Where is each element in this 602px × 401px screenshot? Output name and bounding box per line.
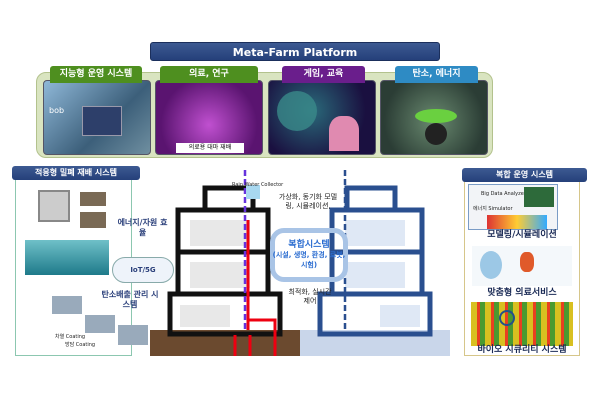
tab-medical-research[interactable]: 의료, 연구 bbox=[160, 66, 258, 83]
tab-game-education[interactable]: 게임, 교육 bbox=[282, 66, 365, 83]
iot-label: IoT/5G bbox=[130, 266, 156, 274]
greenhouse-photo bbox=[38, 190, 70, 222]
medical-illustration bbox=[472, 246, 572, 286]
avatar-figure: bob bbox=[49, 106, 65, 115]
card-game-education[interactable] bbox=[268, 80, 376, 155]
card-caption: 의료용 대마 재배 bbox=[176, 143, 244, 153]
card-intelligent-ops[interactable]: bob bbox=[43, 80, 151, 155]
card-carbon-energy[interactable] bbox=[380, 80, 488, 155]
card-medical[interactable]: 의료용 대마 재배 bbox=[155, 80, 263, 155]
greenhouse-photo bbox=[80, 212, 106, 228]
bigdata-label: Big Data Analyzer bbox=[481, 191, 526, 197]
simulator-label: 에너지 Simulator bbox=[473, 206, 513, 212]
coating2-label: 방담 Coating bbox=[65, 342, 96, 348]
modeling-label: 모델링/시뮬레이션 bbox=[487, 230, 557, 240]
iot-cloud bbox=[112, 257, 174, 283]
coating1-label: 차열 Coating bbox=[55, 334, 86, 340]
energy-label: 에너지/자원 효율 bbox=[117, 218, 168, 237]
biosecurity-heatmap bbox=[471, 302, 573, 346]
greenhouse-photo bbox=[118, 325, 148, 345]
tab-carbon-energy[interactable]: 탄소, 에너지 bbox=[395, 66, 478, 83]
rain-collector-label: Rain Water Collector bbox=[232, 182, 284, 188]
complex-system-title: 복합시스템 bbox=[288, 240, 330, 250]
greenhouse-photo bbox=[80, 192, 106, 206]
modeling-panel: Big Data Analyzer 에너지 Simulator bbox=[468, 184, 558, 230]
greenhouse-building bbox=[25, 240, 109, 275]
right-box-header: 복합 운영 시스템 bbox=[462, 168, 587, 182]
biosecurity-label: 바이오 시큐리티 시스템 bbox=[477, 345, 567, 355]
optimization-text: 최적화, 실시간 제어 bbox=[288, 288, 332, 305]
cycle-arrow bbox=[270, 228, 348, 282]
greenhouse-photo bbox=[85, 315, 115, 333]
left-box-header: 적응형 밀폐 재배 시스템 bbox=[12, 166, 140, 180]
complex-system-sub: (시설, 생명, 환경, 로봇, 시험) bbox=[272, 251, 346, 269]
virtualization-text: 가상화, 동기화 모델링, 시뮬레이션, bbox=[278, 193, 338, 210]
medical-label: 맞춤형 의료서비스 bbox=[487, 288, 557, 298]
greenhouse-photo bbox=[52, 296, 82, 314]
tab-intelligent-ops[interactable]: 지능형 운영 시스템 bbox=[50, 66, 142, 83]
smart-farm-building-diagram bbox=[150, 170, 450, 356]
carbon-label: 탄소배출 관리 시스템 bbox=[101, 290, 159, 309]
platform-title: Meta-Farm Platform bbox=[150, 42, 440, 61]
